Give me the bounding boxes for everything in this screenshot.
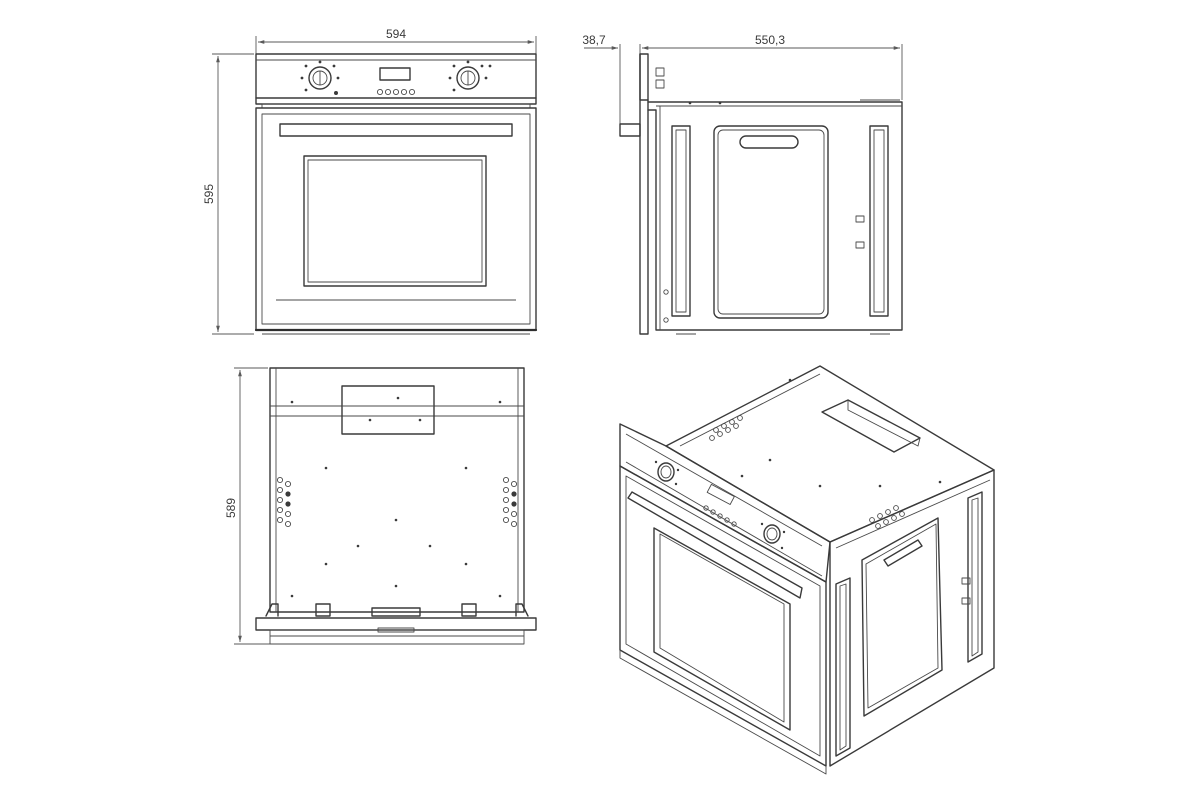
- top-view: 589: [224, 367, 537, 645]
- control-display: [376, 67, 416, 96]
- top-depth-dimension: 589: [224, 367, 276, 645]
- iso-side-face: [829, 469, 995, 767]
- iso-top-vents: [709, 415, 905, 529]
- door-window: [303, 155, 487, 287]
- side-plate: [713, 125, 829, 319]
- isometric-view: [619, 365, 995, 775]
- iso-buttons: [703, 505, 737, 527]
- iso-display: [706, 483, 735, 505]
- side-view: 38,7 550,3: [582, 33, 903, 335]
- iso-left-knob: [654, 460, 680, 486]
- front-height-label: 595: [202, 184, 216, 204]
- iso-right-knob: [760, 522, 786, 550]
- iso-door-window: [653, 527, 791, 731]
- top-left-vents: [276, 476, 292, 528]
- front-width-label: 594: [386, 27, 406, 41]
- front-view: 594 595: [202, 27, 538, 335]
- side-panel-depth-label: 38,7: [582, 33, 606, 47]
- side-body-depth-label: 550,3: [755, 33, 785, 47]
- door-handle: [279, 123, 513, 137]
- left-knob: [300, 60, 340, 95]
- iso-side-plate: [861, 517, 943, 717]
- iso-top-face: [665, 365, 995, 543]
- side-depth-dimension: 38,7 550,3: [582, 33, 903, 136]
- top-right-vents: [502, 476, 518, 528]
- top-depth-label: 589: [224, 498, 238, 518]
- iso-control-panel: [619, 423, 831, 583]
- top-bracket: [341, 385, 435, 435]
- iso-side-handle: [883, 539, 923, 567]
- side-handle-slot: [739, 135, 799, 149]
- iso-door-handle: [627, 491, 803, 599]
- right-knob: [448, 60, 492, 92]
- front-width-dimension: 594: [255, 27, 537, 58]
- front-height-dimension: 595: [202, 53, 254, 335]
